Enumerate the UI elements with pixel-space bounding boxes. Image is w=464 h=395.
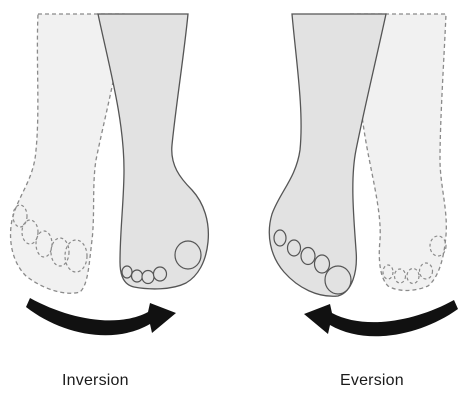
eversion-arrow	[304, 300, 458, 336]
eversion-panel	[269, 14, 458, 336]
inversion-arrow	[26, 298, 176, 335]
inversion-panel	[11, 14, 209, 335]
eversion-label: Eversion	[340, 372, 404, 390]
inversion-solid-foot	[98, 14, 208, 289]
inversion-label: Inversion	[62, 372, 129, 390]
